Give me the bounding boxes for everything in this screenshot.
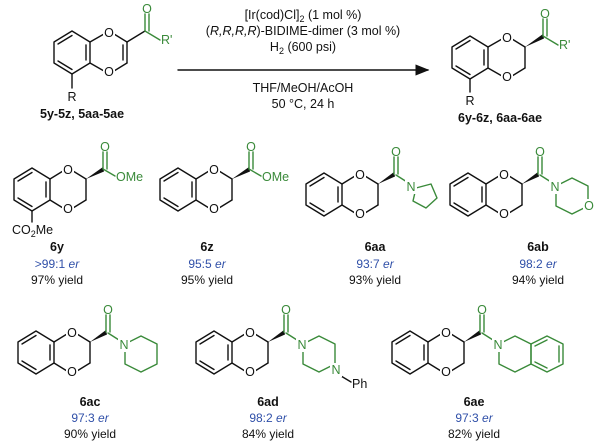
compound-6ac-structure [17, 314, 158, 375]
atom-r: R [67, 90, 76, 104]
atom-o: O [209, 202, 219, 216]
ester-ome-label: OMe [116, 170, 143, 184]
substrate-structure [53, 13, 161, 89]
atom-o: O [499, 207, 509, 221]
compound-6z-structure [159, 151, 262, 212]
atom-o: O [281, 303, 291, 317]
atom-o: O [246, 140, 256, 154]
er-value: 95:5 er [188, 257, 226, 271]
atom-r-prime: R' [559, 38, 570, 52]
atom-o: O [477, 303, 487, 317]
atom-n: N [493, 338, 502, 352]
atom-o: O [245, 326, 255, 340]
atom-o: O [209, 163, 219, 177]
compound-label: 6ae [464, 395, 485, 409]
substrate-label: 5y-5z, 5aa-5ae [40, 107, 124, 121]
pressure-text: H2 (600 psi) [270, 40, 336, 56]
compound-6ab-structure [449, 156, 589, 217]
atom-o: O [355, 168, 365, 182]
atom-o: O [535, 145, 545, 159]
atom-r: R [465, 94, 474, 108]
phenyl-label: Ph [352, 377, 367, 391]
atom-o: O [499, 168, 509, 182]
atom-n: N [331, 363, 340, 377]
compound-label: 6aa [365, 240, 387, 254]
er-value: 97:3 er [71, 411, 109, 425]
product-structure [451, 18, 559, 93]
atom-o: O [502, 31, 512, 45]
atom-o: O [67, 326, 77, 340]
compound-6aa-structure [305, 156, 438, 217]
yield-value: 90% yield [64, 427, 116, 441]
atom-o: O [67, 365, 77, 379]
er-value: 97:3 er [455, 411, 493, 425]
atom-o: O [584, 199, 594, 213]
yield-value: 84% yield [242, 427, 294, 441]
er-value: 98:2 er [249, 411, 287, 425]
yield-value: 95% yield [181, 273, 233, 287]
atom-o: O [502, 70, 512, 84]
er-value: 93:7 er [356, 257, 394, 271]
compound-label: 6ab [527, 240, 549, 254]
compound-label: 6z [200, 240, 213, 254]
atom-o: O [104, 65, 114, 79]
yield-value: 97% yield [31, 273, 83, 287]
atom-o: O [142, 2, 152, 16]
atom-o: O [441, 326, 451, 340]
atom-o: O [355, 207, 365, 221]
yield-value: 93% yield [349, 273, 401, 287]
atom-o: O [441, 365, 451, 379]
product-label: 6y-6z, 6aa-6ae [458, 111, 542, 125]
atom-o: O [100, 140, 110, 154]
atom-n: N [406, 180, 415, 194]
ester-ome-label: OMe [262, 170, 289, 184]
solvent-text: THF/MeOH/AcOH [253, 81, 354, 95]
compound-label: 6ac [80, 395, 101, 409]
compound-6ad-structure [195, 314, 352, 383]
ester-co2me-label: CO2Me [12, 223, 53, 239]
er-value: 98:2 er [519, 257, 557, 271]
ligand-text: (R,R,R,R)-BIDIME-dimer (3 mol %) [206, 24, 400, 38]
atom-o: O [63, 202, 73, 216]
atom-o: O [103, 303, 113, 317]
yield-value: 94% yield [512, 273, 564, 287]
compound-label: 6y [50, 240, 64, 254]
atom-o: O [104, 26, 114, 40]
er-value: >99:1 er [35, 257, 80, 271]
atom-n: N [297, 338, 306, 352]
catalyst-text: [Ir(cod)Cl]2 (1 mol %) [245, 8, 362, 24]
atom-o: O [540, 7, 550, 21]
yield-value: 82% yield [448, 427, 500, 441]
atom-o: O [245, 365, 255, 379]
compound-6ae-structure [391, 314, 564, 375]
atom-o: O [63, 163, 73, 177]
atom-n: N [550, 180, 559, 194]
atom-r-prime: R' [161, 33, 172, 47]
compound-label: 6ad [257, 395, 279, 409]
atom-o: O [391, 145, 401, 159]
compound-6y-structure [13, 151, 116, 223]
atom-n: N [119, 338, 128, 352]
temperature-time-text: 50 °C, 24 h [272, 97, 335, 111]
